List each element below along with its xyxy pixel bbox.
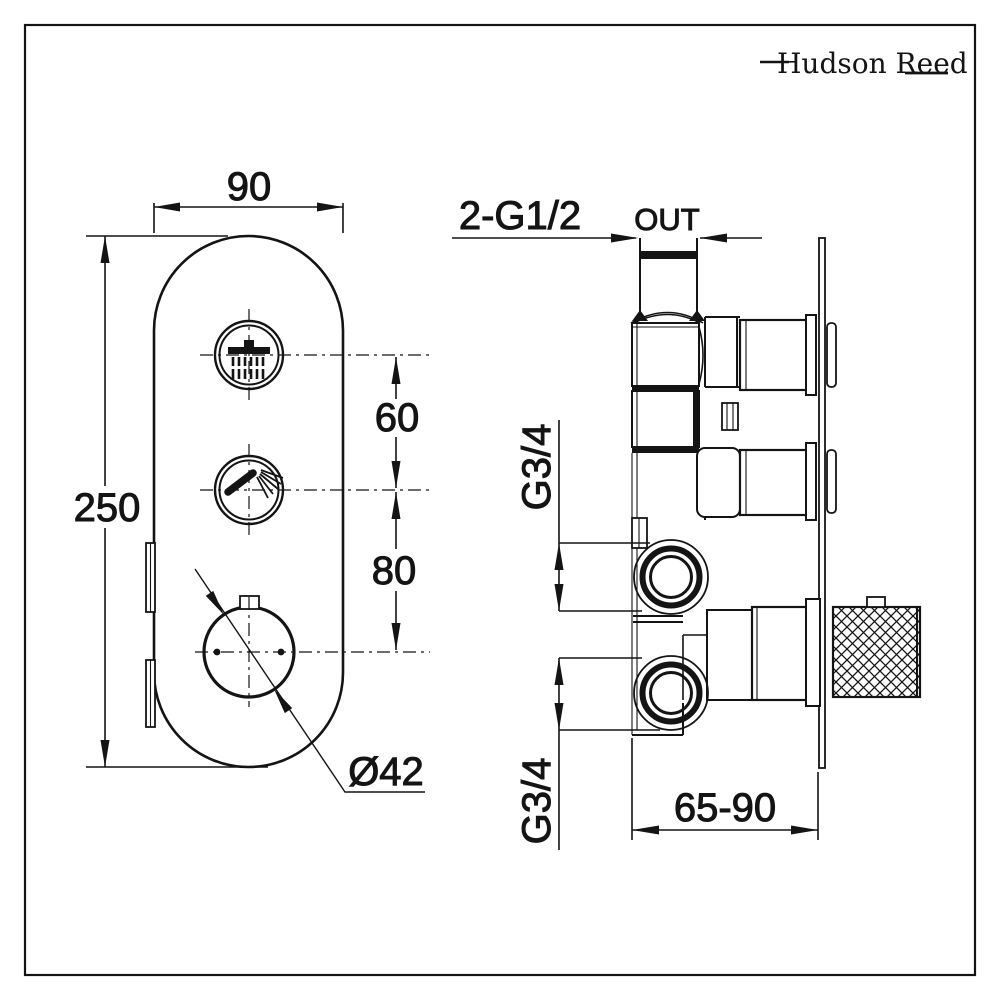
side-dim-inlet-lower: [554, 657, 660, 850]
label-outlet: OUT: [634, 202, 700, 237]
dim-outlets-label: 2-G1/2: [459, 194, 581, 238]
front-centerlines: [195, 309, 430, 707]
front-dim-dial-diameter: [194, 568, 425, 793]
side-inlet-port-lower: [633, 655, 709, 731]
side-wall-plate: [818, 237, 826, 769]
brand-logo: Hudson Reed: [760, 47, 968, 80]
side-outlet-pipe: [630, 238, 705, 324]
dim-inlet-lower-label: G3/4: [515, 758, 559, 845]
brand-logo-text: Hudson Reed: [777, 47, 968, 80]
handset-shower-icon: [224, 469, 284, 499]
side-body-fittings: [631, 402, 739, 549]
dim-top-spacing-label: 60: [375, 396, 420, 440]
front-dim-height: [86, 235, 268, 768]
dim-bottom-spacing-label: 80: [372, 549, 417, 593]
dim-height-label: 250: [74, 486, 141, 530]
dim-depth-label: 65-90: [674, 786, 776, 830]
side-dim-inlet-upper: [554, 420, 650, 612]
front-plate-side-tabs: [145, 542, 156, 728]
dim-inlet-upper-label: G3/4: [515, 424, 559, 511]
knurled-knob: [831, 605, 922, 699]
side-dim-out: [700, 233, 762, 243]
dial-dot-left: [213, 648, 221, 656]
side-cartridges: [696, 314, 817, 521]
front-view: 90 250 60 80 Ø42: [73, 165, 430, 795]
side-caps-behind-plate: [826, 322, 837, 514]
side-dim-outlets: [452, 233, 638, 243]
dim-dial-diameter-label: Ø42: [348, 750, 424, 794]
side-dim-depth: [631, 738, 819, 840]
side-view: 2-G1/2 OUT G3/4 G3/4 65-90: [452, 194, 922, 850]
front-dim-width: [153, 202, 344, 233]
dim-width-label: 90: [227, 165, 272, 209]
side-inlet-port-upper: [633, 539, 709, 615]
side-knurled-knob-assembly: [706, 596, 922, 707]
drawing-border: [23, 23, 977, 977]
side-body-left-column: [631, 322, 752, 736]
front-dim-spacings: [391, 357, 401, 650]
